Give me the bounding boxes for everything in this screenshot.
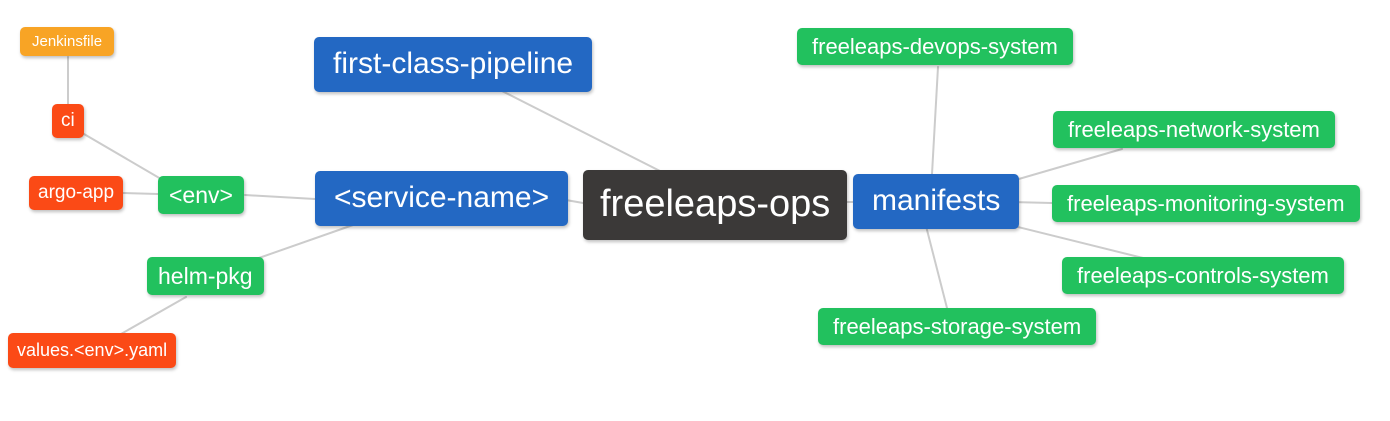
edge-env--argo-app xyxy=(121,192,159,195)
edge-env--ci xyxy=(83,133,162,180)
node-freeleaps-controls-system[interactable]: freeleaps-controls-system xyxy=(1062,257,1344,295)
node-first-class-pipeline[interactable]: first-class-pipeline xyxy=(314,37,593,92)
node-freeleaps-monitoring-system[interactable]: freeleaps-monitoring-system xyxy=(1052,185,1360,223)
node-argo-app[interactable]: argo-app xyxy=(29,176,124,210)
edge-helm-pkg--values-env-yaml xyxy=(120,296,187,335)
edge-freeleaps-ops--service-name xyxy=(565,199,584,204)
node-helm-pkg[interactable]: helm-pkg xyxy=(147,257,264,296)
edge-service-name--helm-pkg xyxy=(255,224,354,260)
node-jenkinsfile[interactable]: Jenkinsfile xyxy=(20,27,115,57)
edge-service-name--env xyxy=(244,194,316,200)
node-values-env-yaml[interactable]: values.<env>.yaml xyxy=(8,333,177,368)
node-env[interactable]: <env> xyxy=(158,176,244,215)
node-ci[interactable]: ci xyxy=(52,104,84,138)
node-freeleaps-network-system[interactable]: freeleaps-network-system xyxy=(1053,111,1335,149)
node-manifests[interactable]: manifests xyxy=(853,174,1020,229)
node-service-name[interactable]: <service-name> xyxy=(315,171,569,226)
edge-manifests--controls-system xyxy=(1009,224,1144,259)
edge-manifests--devops-system xyxy=(931,66,939,175)
node-freeleaps-ops-root[interactable]: freeleaps-ops xyxy=(583,170,848,240)
edge-manifests--storage-system xyxy=(925,225,948,309)
node-freeleaps-storage-system[interactable]: freeleaps-storage-system xyxy=(818,308,1097,346)
node-freeleaps-devops-system[interactable]: freeleaps-devops-system xyxy=(797,28,1073,66)
edge-freeleaps-ops--first-class-pipeline xyxy=(499,89,661,172)
edge-manifests--network-system xyxy=(1011,148,1123,182)
